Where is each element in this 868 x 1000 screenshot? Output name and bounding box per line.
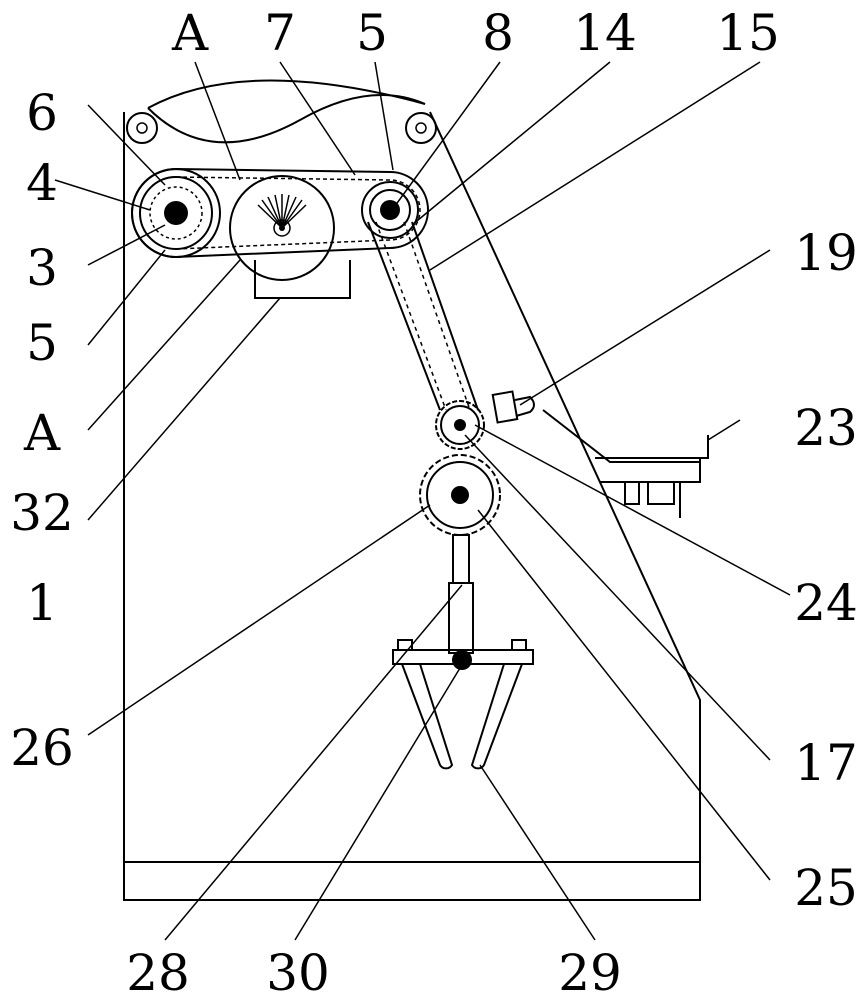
label-5-left: 5: [26, 314, 58, 372]
label-19: 19: [794, 224, 858, 282]
output-tray: [595, 435, 708, 518]
label-5-top: 5: [356, 4, 388, 62]
brush-wheel: [230, 176, 334, 280]
label-23: 23: [794, 399, 858, 457]
label-28: 28: [126, 944, 190, 1000]
label-30: 30: [266, 944, 330, 1000]
support-arm: [543, 410, 700, 462]
label-3: 3: [26, 239, 58, 297]
label-a-left: A: [23, 404, 61, 462]
label-17: 17: [794, 734, 858, 792]
gripper-rod: [449, 535, 473, 653]
label-15: 15: [716, 4, 780, 62]
label-14: 14: [573, 4, 637, 62]
gripper: [393, 640, 533, 768]
label-6: 6: [26, 84, 58, 142]
top-right-pulley: [406, 113, 436, 143]
label-1: 1: [26, 574, 58, 632]
label-a-top: A: [171, 4, 209, 62]
label-24: 24: [794, 574, 858, 632]
label-25: 25: [794, 859, 858, 917]
label-29: 29: [558, 944, 622, 1000]
label-26: 26: [10, 719, 74, 777]
label-32: 32: [10, 484, 74, 542]
label-8: 8: [482, 4, 514, 62]
top-left-pulley: [127, 113, 157, 143]
label-7: 7: [264, 4, 296, 62]
label-4: 4: [26, 154, 58, 212]
sensor: [493, 391, 534, 422]
